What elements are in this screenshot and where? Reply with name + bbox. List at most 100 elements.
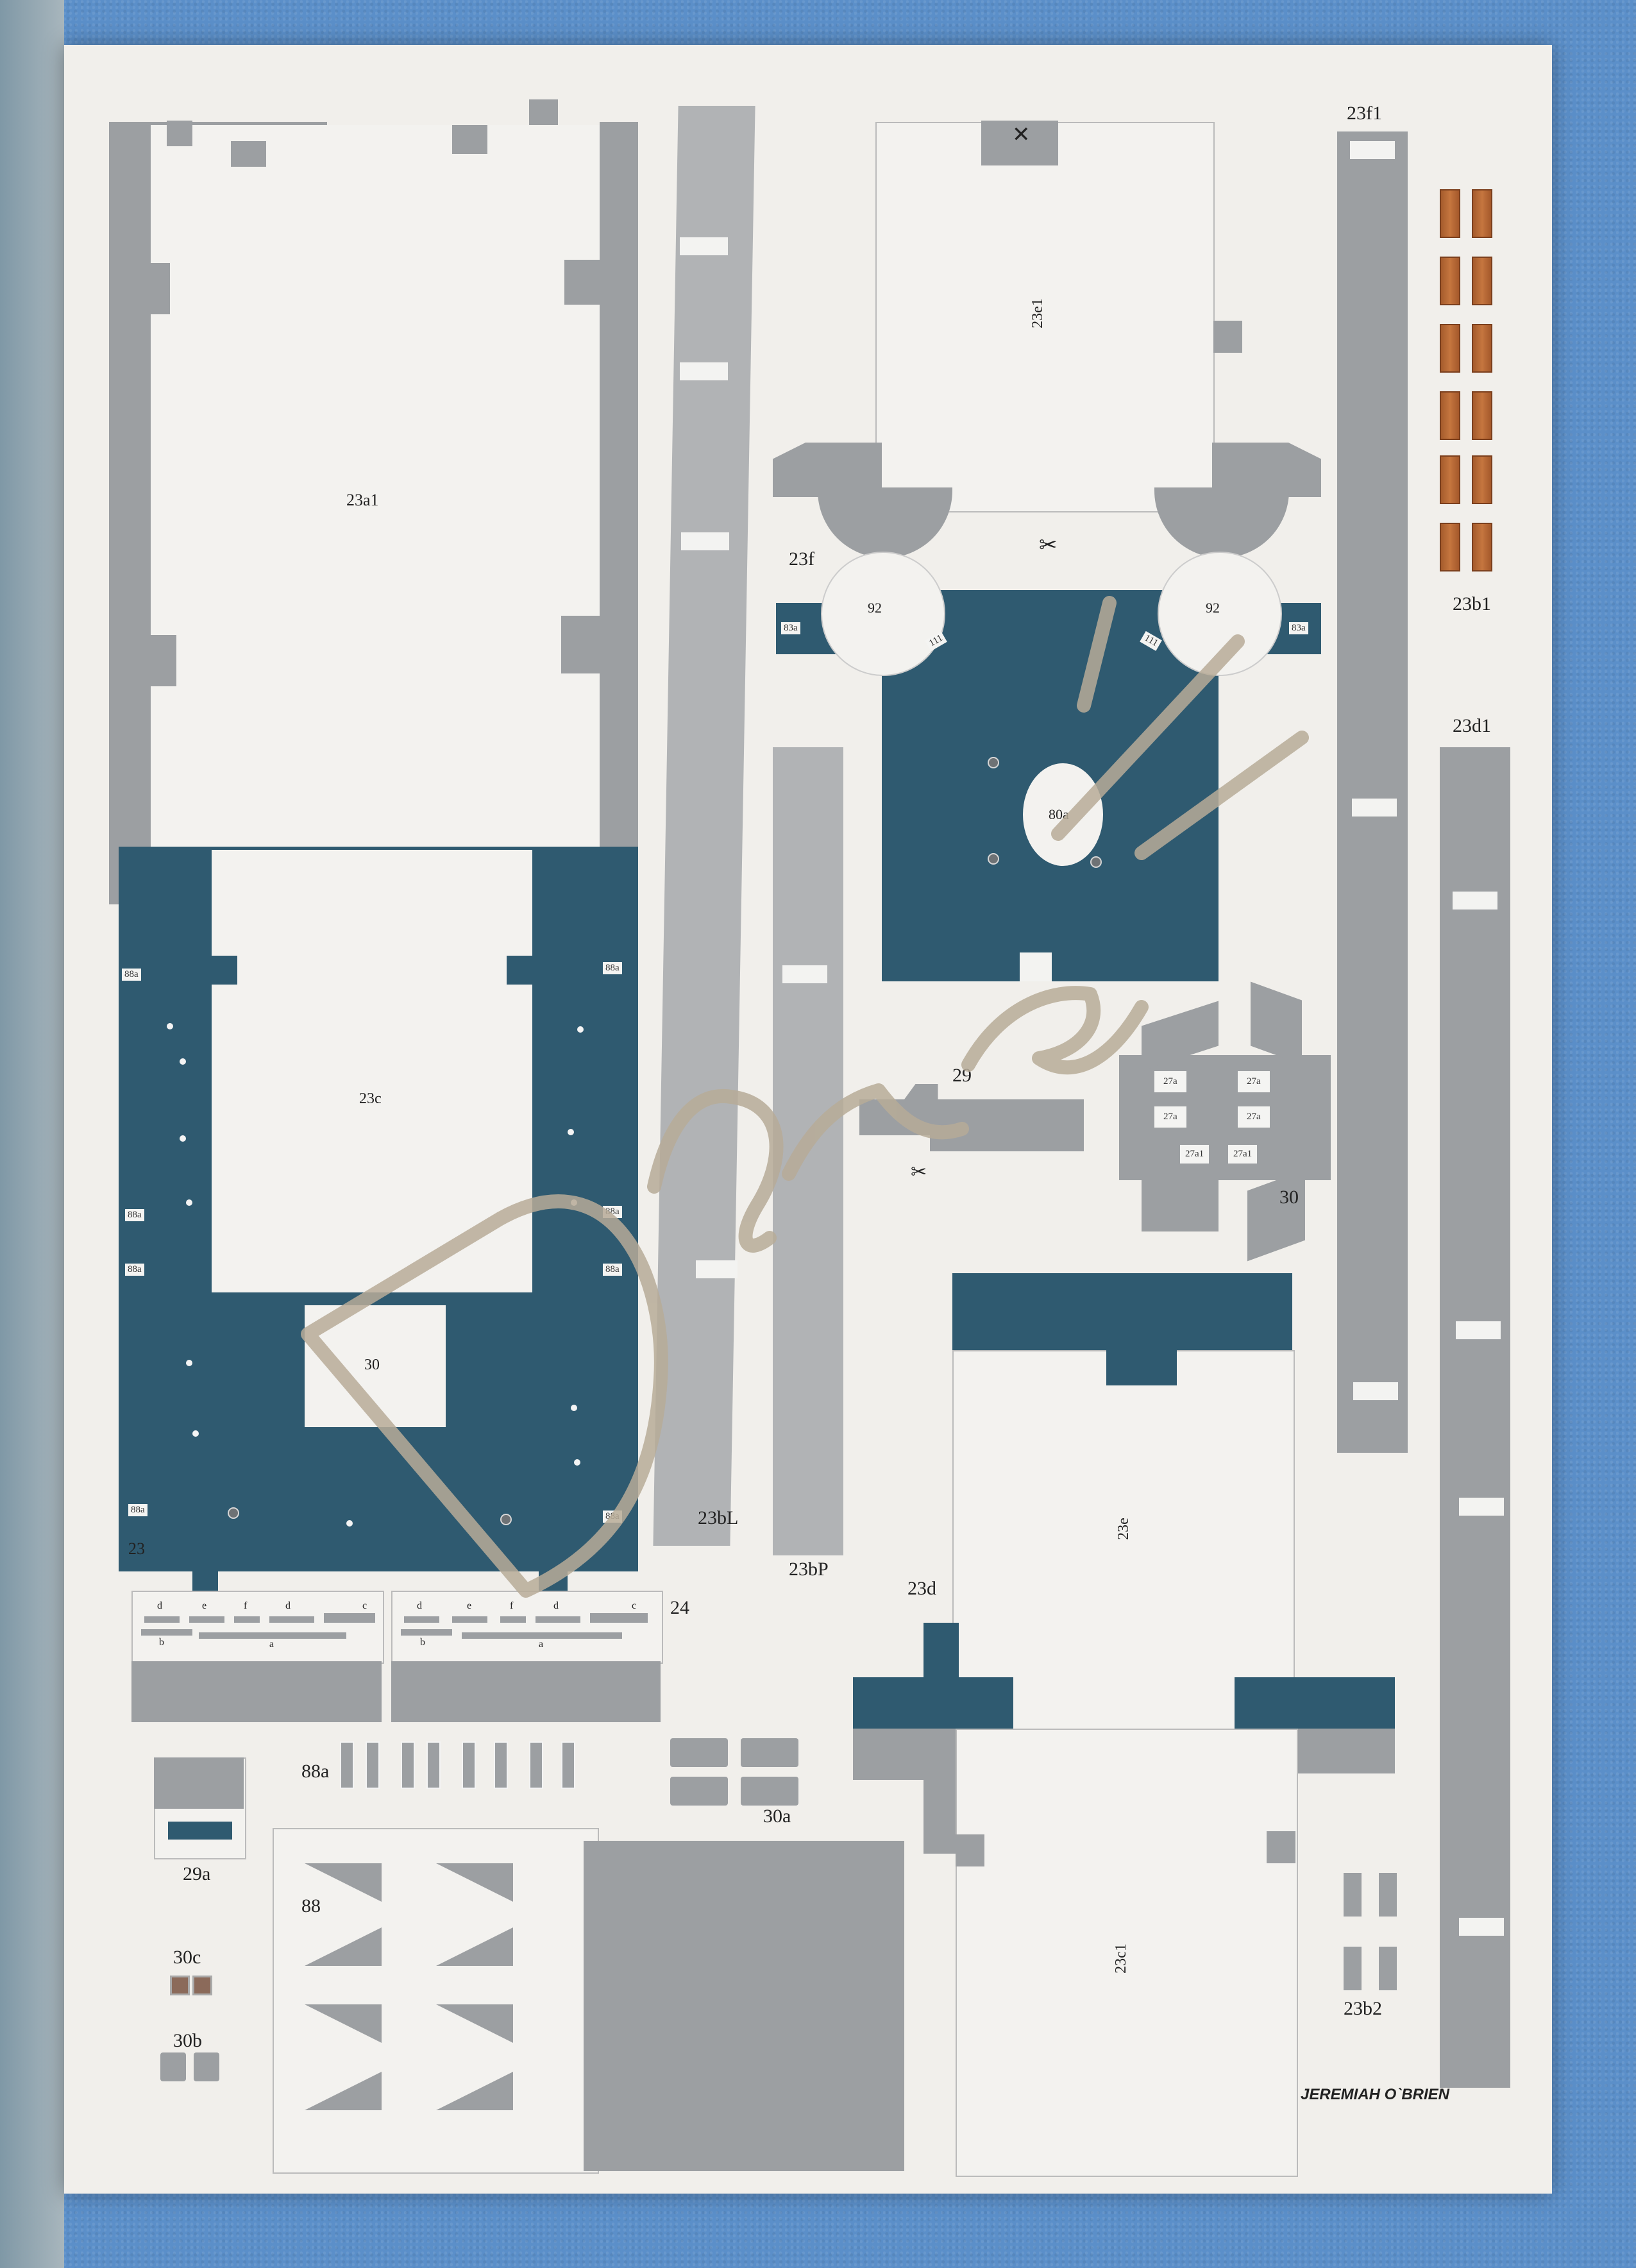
part-88a (401, 1741, 415, 1789)
hole (167, 1023, 173, 1029)
strip-d (144, 1616, 180, 1623)
tab (231, 141, 266, 167)
label-23d: 23d (907, 1578, 936, 1599)
slot (1459, 1498, 1504, 1516)
part-88a (494, 1741, 508, 1789)
wood-panel (1472, 523, 1492, 571)
part-23a1 (151, 125, 600, 904)
part-23c (212, 850, 532, 1292)
part-29a-grey (154, 1757, 244, 1809)
hole (192, 1430, 199, 1437)
strip-letter: a (539, 1639, 544, 1650)
strip-letter: c (632, 1600, 637, 1611)
tab (981, 121, 1058, 165)
tag-27a: 27a (1238, 1106, 1270, 1128)
rivet-icon (500, 1514, 512, 1525)
strip-letter: d (285, 1600, 291, 1611)
tab (507, 956, 558, 985)
label-30b: 30b (173, 2030, 202, 2051)
wood-panel (1472, 189, 1492, 238)
tag-88a: 88a (122, 969, 141, 981)
tab (151, 263, 170, 314)
part-30a (670, 1738, 728, 1767)
slot (1353, 1382, 1398, 1400)
strip-e (189, 1616, 224, 1623)
wood-panel (1440, 324, 1460, 373)
part-88a (340, 1741, 354, 1789)
tag-27a1: 27a1 (1228, 1145, 1258, 1164)
part-grey-square (584, 1841, 904, 2171)
wood-panel (1472, 391, 1492, 440)
tab (923, 1777, 959, 1854)
label-23bL: 23bL (698, 1507, 739, 1528)
slot (1350, 141, 1395, 159)
strip-letter: e (202, 1600, 207, 1611)
part-88a (561, 1741, 575, 1789)
strip-letter: b (159, 1637, 164, 1648)
tag-88a: 88a (128, 1504, 148, 1516)
wood-panel (1472, 324, 1492, 373)
part-23d-left (853, 1677, 1013, 1729)
tag-88a: 88a (125, 1209, 144, 1221)
strip-d (404, 1616, 439, 1623)
tag-27a: 27a (1154, 1071, 1186, 1092)
strip-letter: f (510, 1600, 514, 1611)
label-92: 92 (868, 600, 882, 616)
hole (346, 1520, 353, 1527)
part-23c1 (956, 1729, 1298, 2177)
slot (1459, 1918, 1504, 1936)
strip-e (452, 1616, 487, 1623)
scissors-icon: ✂ (1039, 534, 1058, 557)
label-24: 24 (670, 1597, 689, 1618)
hole (186, 1199, 192, 1206)
part-30c (192, 1976, 212, 1995)
strip-letter: f (244, 1600, 248, 1611)
part-88a (462, 1741, 476, 1789)
rivet-icon (228, 1507, 239, 1519)
part-23a1-right-edge (600, 122, 638, 904)
part-88a (426, 1741, 441, 1789)
label-23: 23 (128, 1539, 145, 1558)
label-23c: 23c (359, 1090, 382, 1107)
strip-letter: b (420, 1637, 425, 1648)
tab (529, 99, 558, 125)
tag-88a: 88a (603, 1264, 622, 1276)
slot (782, 965, 827, 983)
part-23f1 (1337, 131, 1408, 1453)
slot (680, 237, 728, 255)
tag-27a: 27a (1154, 1106, 1186, 1128)
strip-letter: d (553, 1600, 559, 1611)
tag-27a1: 27a1 (1180, 1145, 1210, 1164)
label-23b1: 23b1 (1453, 593, 1491, 614)
strip-c (324, 1613, 375, 1623)
hole (186, 1360, 192, 1366)
tab (956, 1834, 984, 1866)
label-29a: 29a (183, 1863, 211, 1884)
label-23bP: 23bP (789, 1559, 829, 1580)
slot (681, 532, 729, 550)
label-23f1: 23f1 (1347, 103, 1382, 124)
scissors-icon: ✕ (1012, 123, 1031, 147)
part-23d-right (1235, 1677, 1395, 1729)
hole (577, 1026, 584, 1033)
part-23b2 (1379, 1947, 1397, 1990)
part-30-flap (1142, 1180, 1219, 1231)
strip-b (401, 1629, 452, 1636)
label-23a1: 23a1 (346, 491, 379, 509)
part-30b (160, 2052, 186, 2081)
label-23b2: 23b2 (1344, 1998, 1382, 2019)
strip-f (234, 1616, 260, 1623)
part-24-left-base (131, 1661, 382, 1722)
label-92: 92 (1206, 600, 1220, 616)
tab (1106, 1350, 1177, 1385)
part-23b2 (1344, 1873, 1362, 1917)
model-sheet: 23a1 23c 30 23 88a 88a 88a 88a 88a 88a 8… (64, 45, 1552, 2194)
part-30a (741, 1777, 798, 1806)
label-30: 30 (364, 1357, 380, 1373)
part-23b2 (1344, 1947, 1362, 1990)
label-88a: 88a (301, 1761, 330, 1782)
wood-panel (1440, 189, 1460, 238)
strip-letter: d (157, 1600, 162, 1611)
part-88-sheet (273, 1828, 599, 2174)
